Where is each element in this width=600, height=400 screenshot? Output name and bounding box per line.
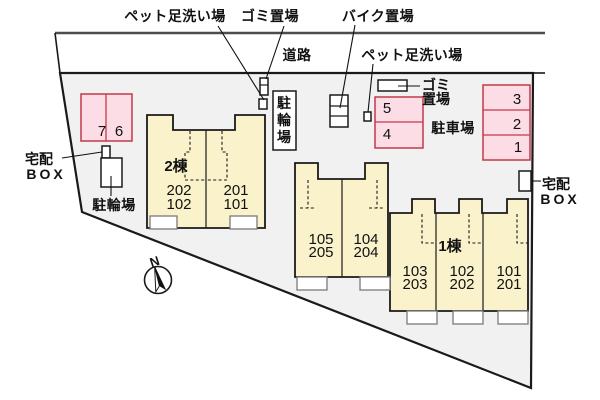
porches [149, 215, 529, 325]
label-garbage-right-1: ゴミ [422, 77, 450, 93]
road-left-edge [54, 32, 61, 74]
porch [149, 215, 178, 230]
bike-rack [329, 94, 349, 128]
leader-garbage-top [265, 25, 285, 80]
parking-space-5: 5 [383, 100, 391, 117]
garbage-box-left [259, 77, 269, 96]
unit-102b: 102 [449, 263, 474, 280]
label-bicycle-top-char1: 駐 [277, 95, 291, 111]
unit-204: 204 [353, 244, 378, 261]
parking-space-4: 4 [383, 126, 391, 143]
delivery-box-right [518, 170, 532, 192]
unit-202b: 202 [449, 276, 474, 293]
parking-spaces [80, 84, 531, 161]
label-delivery-right-1: 宅配 [542, 176, 570, 192]
building-1-upper-entry-dashes [300, 180, 385, 209]
building-2-name: 2棟 [164, 157, 188, 175]
label-delivery-right-2: BOX [540, 191, 579, 207]
leader-bike-area [339, 24, 356, 109]
building-1-name: 1棟 [438, 237, 462, 255]
unit-101b: 101 [496, 263, 521, 280]
unit-104: 104 [353, 231, 378, 248]
porch [359, 276, 391, 291]
label-pet-wash-top: ペット足洗い場 [124, 8, 226, 24]
parking-space-3: 3 [513, 91, 521, 108]
leader-lines [61, 24, 541, 196]
bicycle-parking-top-box [272, 90, 297, 151]
unit-101: 101 [223, 196, 248, 213]
label-bike-area: バイク置場 [342, 8, 414, 24]
unit-201b: 201 [496, 276, 521, 293]
parking-space-7: 7 [98, 123, 106, 140]
porch [452, 310, 484, 325]
unit-201: 201 [223, 182, 248, 199]
parking-block-right [482, 84, 531, 161]
pet-wash-station-2 [363, 111, 372, 122]
label-garbage-top: ゴミ置場 [241, 8, 299, 24]
unit-205: 205 [308, 244, 333, 261]
label-bicycle-bottom: 駐輪場 [92, 197, 136, 213]
unit-202: 202 [166, 182, 191, 199]
parking-space-6: 6 [115, 123, 123, 140]
leader-pet-wash-1 [217, 25, 265, 101]
building-2-entry-dashes [184, 131, 228, 181]
unit-105: 105 [308, 231, 333, 248]
label-garbage-right-2: 置場 [422, 91, 450, 107]
leader-delivery-left [61, 151, 103, 159]
unit-203: 203 [402, 276, 427, 293]
building-1-lower-outline [389, 198, 529, 312]
parking-space-2: 2 [513, 116, 521, 133]
pet-wash-station-1 [258, 98, 268, 110]
compass-needle-icon [154, 266, 167, 294]
unit-102: 102 [166, 196, 191, 213]
label-delivery-left-2: BOX [26, 166, 65, 182]
label-delivery-left-1: 宅配 [25, 151, 53, 167]
porch [229, 215, 258, 230]
compass: N [143, 253, 173, 295]
label-bicycle-top-char3: 場 [277, 129, 291, 145]
label-pet-wash-inner: ペット足洗い場 [361, 47, 463, 63]
unit-103: 103 [402, 263, 427, 280]
parking-space-1: 1 [514, 139, 522, 156]
label-road: 道路 [283, 47, 312, 63]
porch [296, 276, 328, 291]
building-1-lower-entry-dashes [421, 214, 528, 244]
compass-needle-black [154, 266, 167, 291]
leader-pet-wash-2 [367, 63, 374, 113]
label-parking-lot: 駐車場 [431, 120, 475, 136]
label-bicycle-top-char2: 輪 [277, 112, 292, 128]
delivery-box-left [101, 145, 111, 159]
porch [497, 310, 529, 325]
porch [406, 310, 438, 325]
building-1-lower-unit-dividers [435, 213, 484, 311]
